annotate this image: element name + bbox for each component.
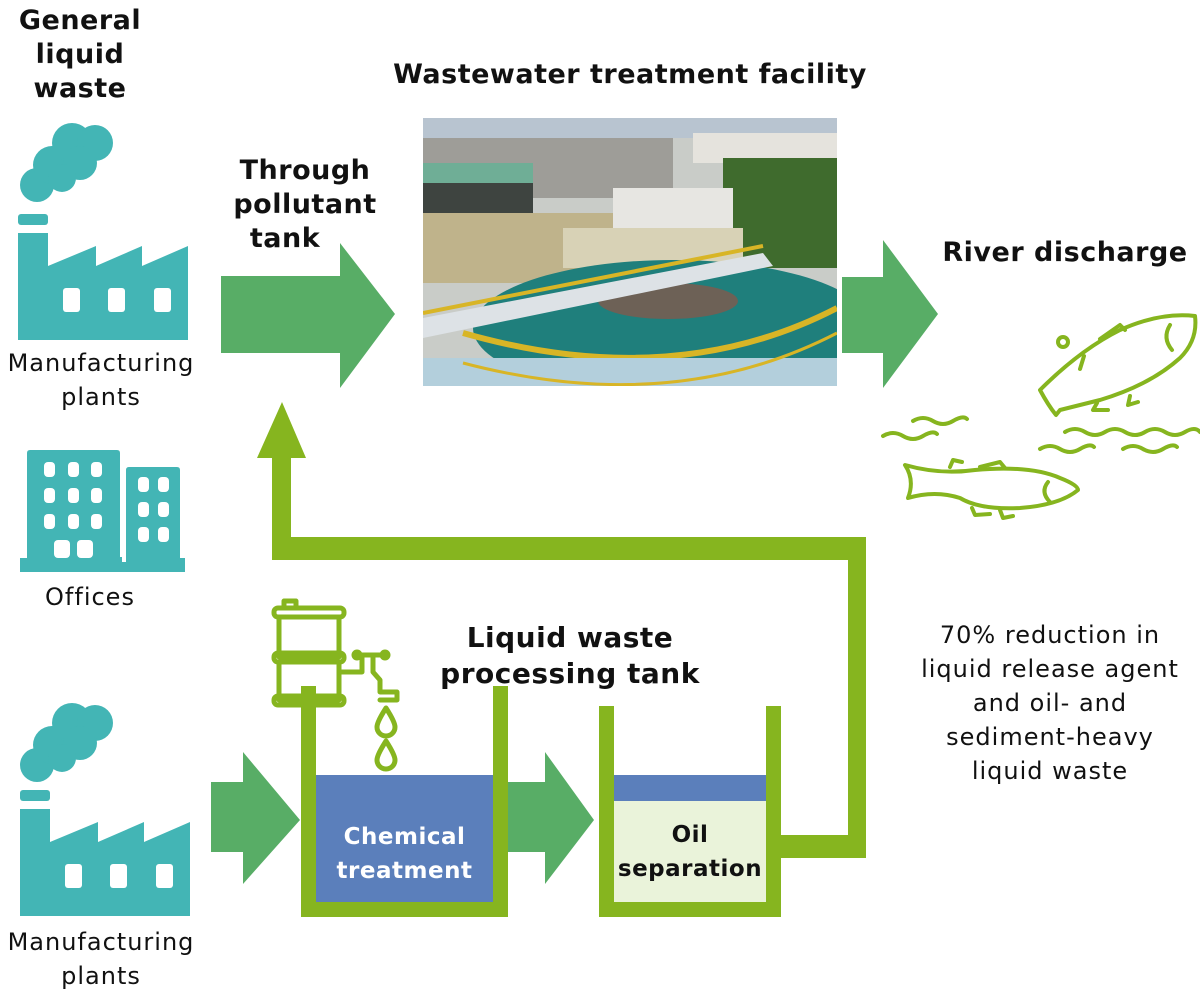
oil-separation-tank [599,706,781,917]
label-line: Manufacturing [7,349,195,377]
label-line: tank [249,223,321,254]
heading-line: waste [33,73,127,104]
factory-windows [65,864,173,888]
factory-windows [63,288,171,312]
office-building-icon [20,450,185,572]
heading-line: liquid [35,39,125,70]
title-line: processing tank [440,657,700,690]
result-line: 70% reduction in [939,621,1161,649]
label-line: treatment [336,858,473,884]
factory-icon [20,703,190,916]
label-line: Manufacturing [7,928,195,956]
title-line: Liquid waste [466,621,674,654]
factory-icon [18,123,188,340]
label-line: Oil [671,822,709,848]
facility-title: Wastewater treatment facility [393,59,867,90]
general-liquid-waste-heading: General liquid waste [0,4,160,106]
flow-arrow-to-oil-tank [508,752,594,884]
label-line: plants [61,383,141,411]
through-pollutant-tank-label: Through pollutant tank [220,154,390,256]
flow-arrow-to-facility [221,243,395,388]
manufacturing-plants-top-label: Manufacturing plants [0,346,204,414]
offices-label: Offices [45,583,135,611]
flow-arrow-to-river [842,240,938,388]
flow-arrow-to-chemical-tank [211,752,300,884]
fish-icon [903,458,1080,520]
result-line: liquid release agent [921,655,1179,683]
oil-separation-label: Oil separation [614,818,766,886]
chemical-treatment-tank [301,686,508,917]
heading-line: General [18,5,142,36]
drum-with-tap-icon [271,598,400,772]
label-line: Through [239,155,371,186]
wastewater-facility-photo [423,118,837,386]
result-line: and oil- and [972,689,1128,717]
manufacturing-plants-bottom-label: Manufacturing plants [0,925,204,993]
water-waves-icon [881,415,1200,454]
label-line: separation [617,856,763,882]
river-discharge-label: River discharge [942,237,1188,268]
label-line: pollutant [233,189,377,220]
processing-tank-title: Liquid waste processing tank [420,620,720,692]
fish-icon [1038,313,1198,417]
reduction-result-text: 70% reduction in liquid release agent an… [890,618,1200,788]
label-line: plants [61,962,141,990]
chemical-treatment-label: Chemical treatment [316,820,493,888]
drum-stand [301,705,316,715]
result-line: sediment-heavy [946,723,1154,751]
label-line: Chemical [343,824,466,850]
result-line: liquid waste [971,757,1129,785]
